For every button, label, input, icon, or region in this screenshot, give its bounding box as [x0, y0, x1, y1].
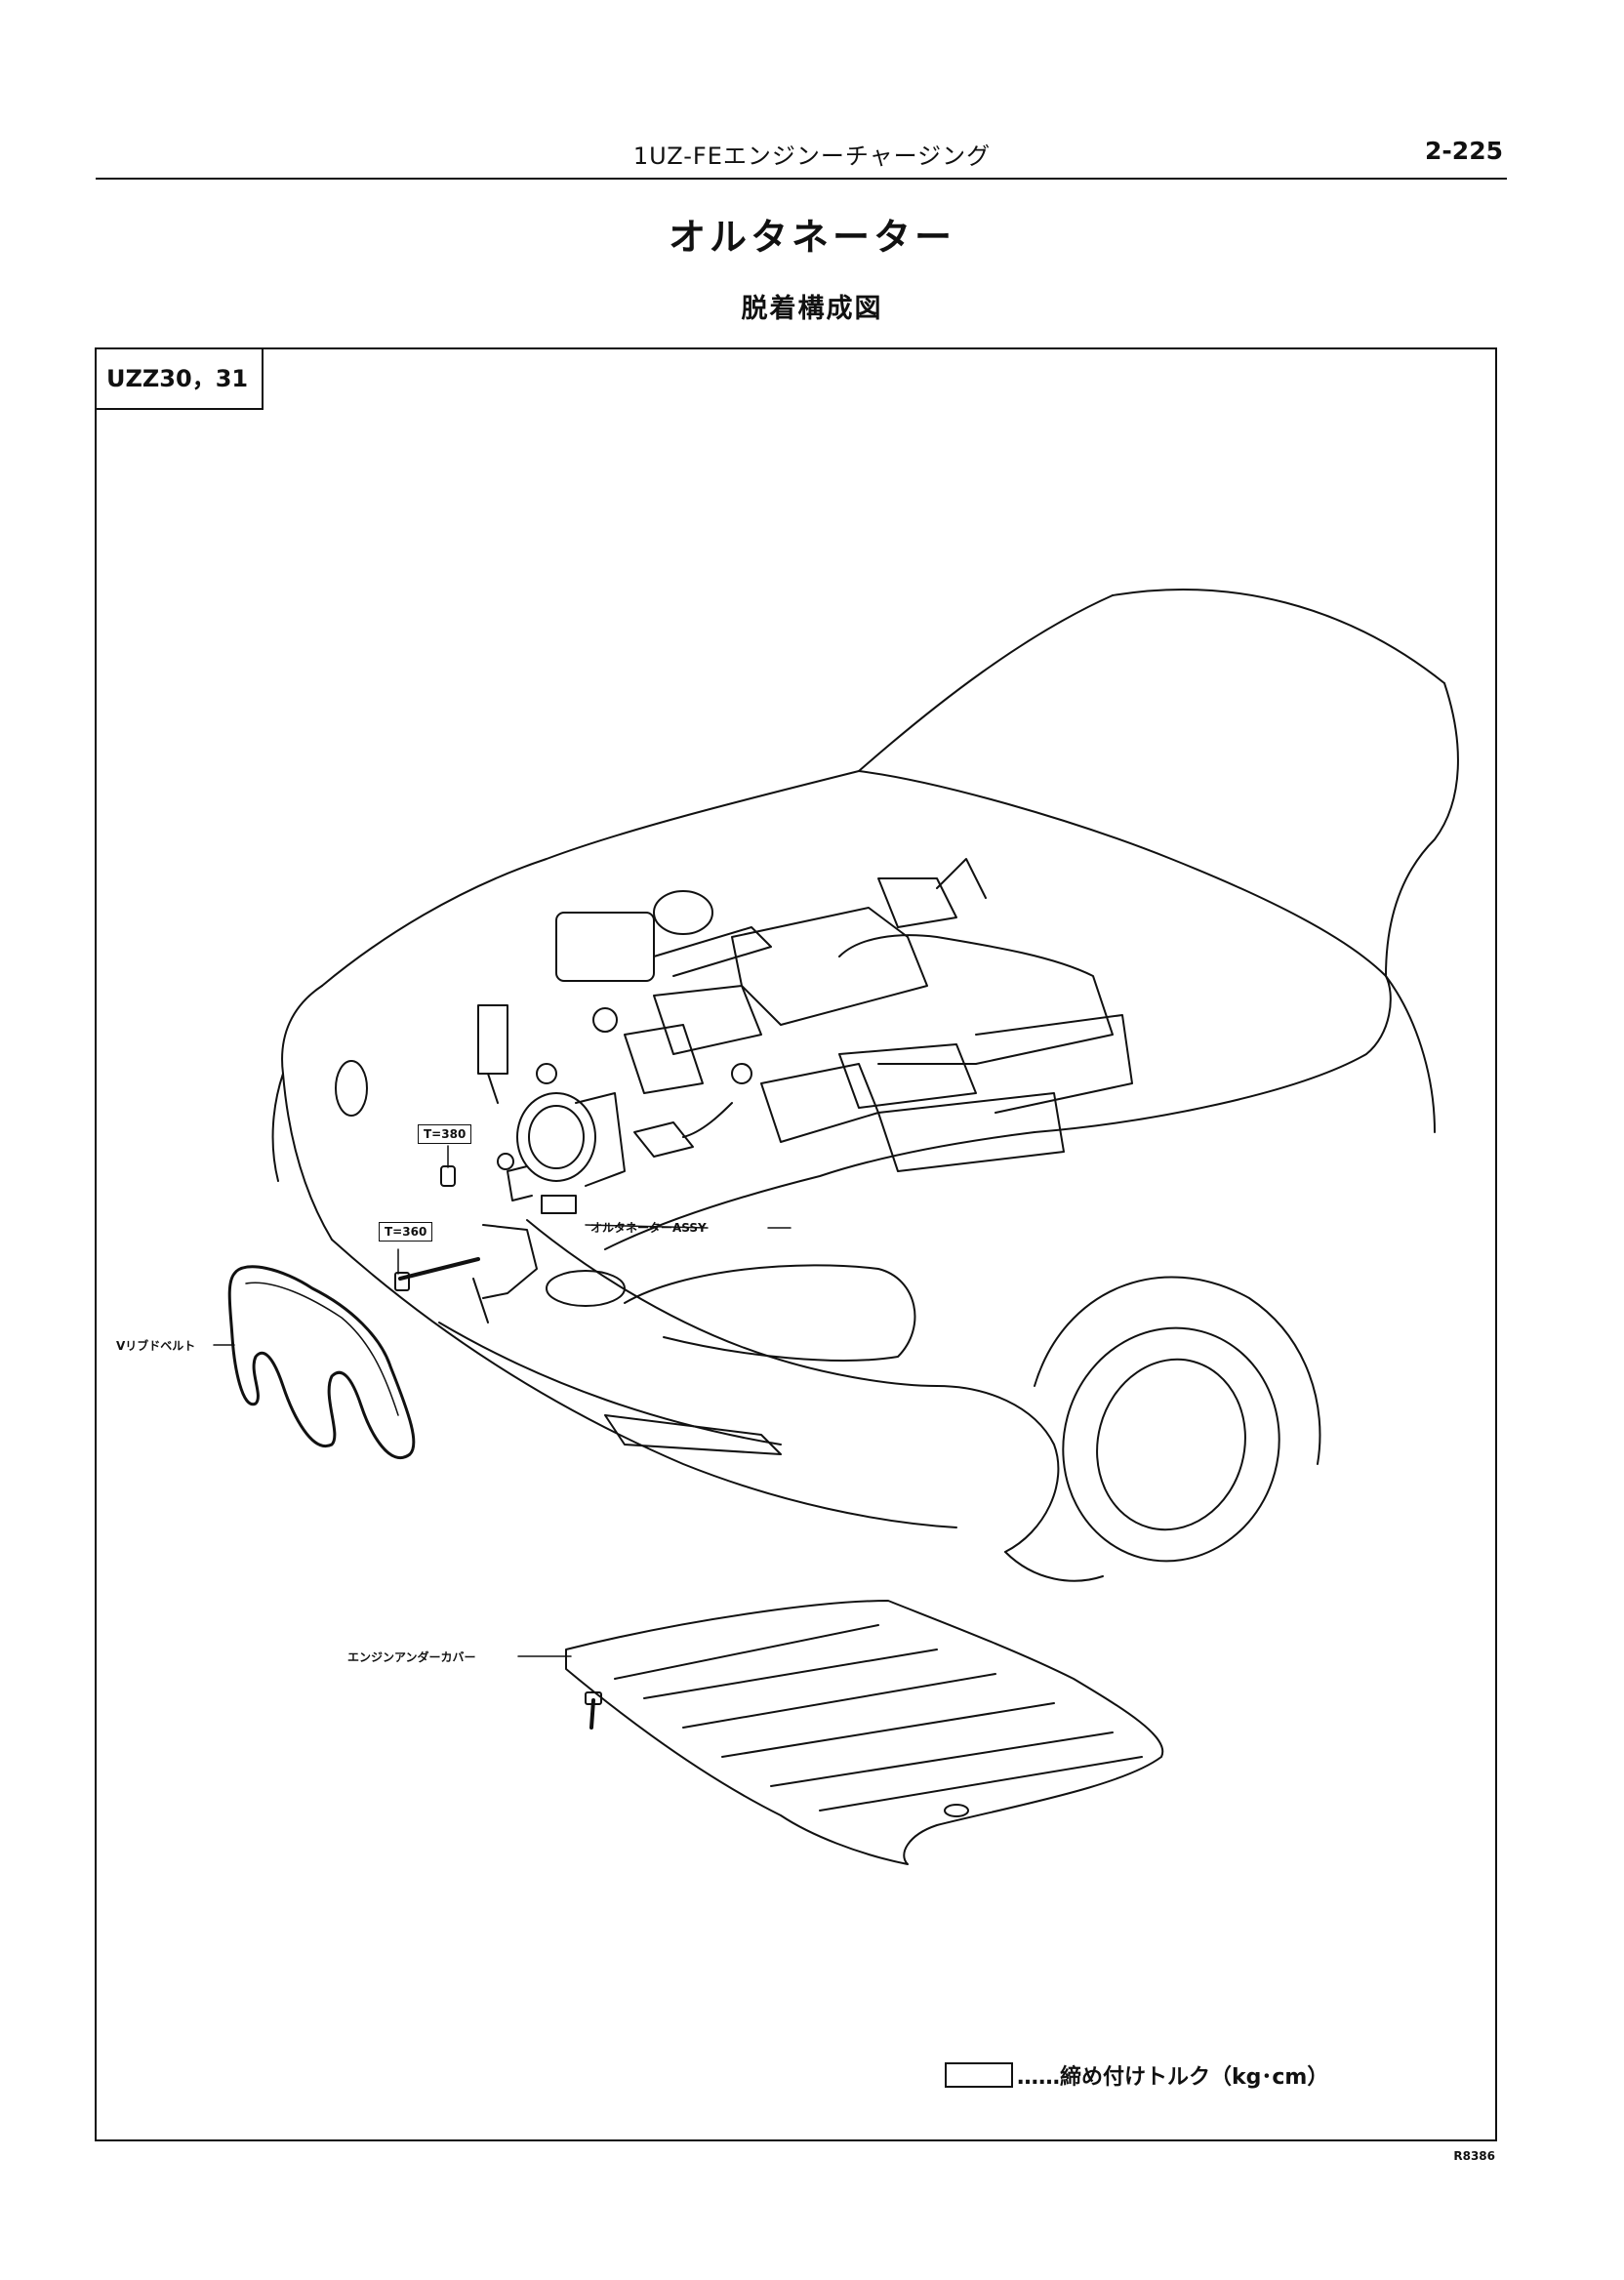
figure-code: R8386: [1453, 2149, 1495, 2163]
torque-legend: ……締め付けトルク（kg･cm）: [945, 2059, 1328, 2091]
front-wheel: [1034, 1276, 1321, 1563]
lights: [335, 1060, 916, 1362]
engine-under-cover: [565, 1600, 1164, 1865]
v-ribbed-belt: [227, 1265, 416, 1459]
mounting-bracket: [472, 1224, 538, 1323]
header-section-title: 1UZ-FEエンジンーチャージング: [632, 142, 992, 170]
legend-text: ……締め付けトルク（kg･cm）: [1017, 2065, 1329, 2090]
car-body-outline: [271, 589, 1459, 1582]
bolts: [394, 1165, 602, 1730]
legend-box: [945, 2062, 1013, 2088]
label-under-cover: エンジンアンダーカバー: [347, 1650, 476, 1664]
torque-label-nut: T=380: [418, 1124, 472, 1144]
alternator: [497, 1092, 733, 1214]
page-title: オルタネーター: [668, 216, 955, 259]
label-alternator: オルタネーターASSY: [590, 1221, 707, 1235]
engine-block: [477, 858, 1133, 1172]
label-belt: Vリブドベルト: [116, 1339, 196, 1353]
torque-label-bolt: T=360: [379, 1222, 433, 1242]
diagram-frame: [95, 347, 1497, 2141]
header-rule: [96, 178, 1507, 180]
page-subtitle: 脱着構成図: [741, 294, 883, 324]
model-label: UZZ30，31: [95, 347, 264, 410]
page-number: 2-225: [1425, 137, 1503, 165]
leader-lines: [213, 1145, 792, 1657]
